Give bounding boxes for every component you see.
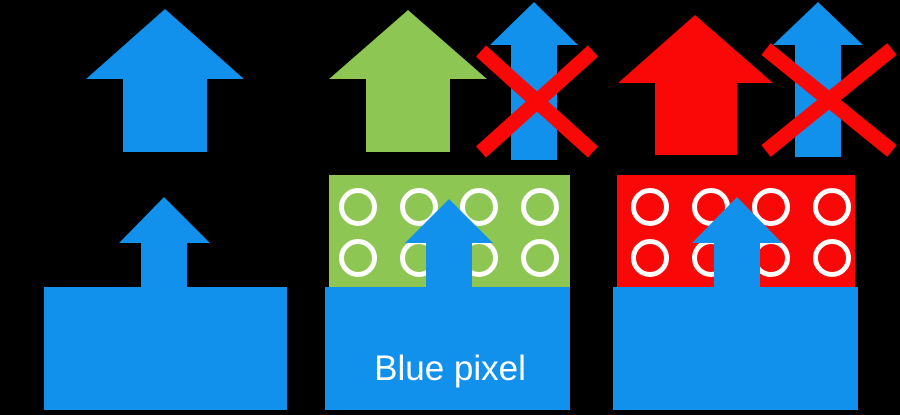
quantum-dot-icon xyxy=(400,188,438,226)
panel-middle-green-conversion: Blue pixel xyxy=(325,2,599,410)
quantum-dot-icon xyxy=(813,188,851,226)
green-light-out-arrow-icon xyxy=(329,10,487,152)
blue-light-out-arrow-icon xyxy=(86,9,244,152)
blue-pixel-rect xyxy=(613,287,858,410)
x-cross-stroke xyxy=(761,43,897,157)
quantum-dot-icon xyxy=(521,188,559,226)
x-cross-stroke xyxy=(475,45,599,158)
panel-right-red-conversion xyxy=(613,2,897,410)
blue-pixel-rect xyxy=(44,287,287,410)
quantum-dot-icon xyxy=(631,188,669,226)
quantum-dot-icon xyxy=(339,188,377,226)
quantum-dot-icon xyxy=(631,239,669,277)
panel-left-blue-pixel xyxy=(44,9,287,410)
x-cross-icon xyxy=(761,43,897,157)
quantum-dot-icon xyxy=(752,188,790,226)
quantum-dot-icon xyxy=(339,239,377,277)
blue-pixel-emission-arrow-icon xyxy=(119,197,210,290)
quantum-dot-icon xyxy=(521,239,559,277)
blue-pixel-emission-arrow-icon xyxy=(692,197,782,300)
blue-pixel-emission-arrow-icon xyxy=(405,199,493,300)
blue-pixel-rect xyxy=(325,287,570,410)
x-cross-icon xyxy=(475,45,599,158)
red-light-out-arrow-icon xyxy=(618,15,773,155)
quantum-dot-icon xyxy=(813,239,851,277)
quantum-dot-icon xyxy=(460,188,498,226)
blue-pixel-label: Blue pixel xyxy=(374,349,526,388)
